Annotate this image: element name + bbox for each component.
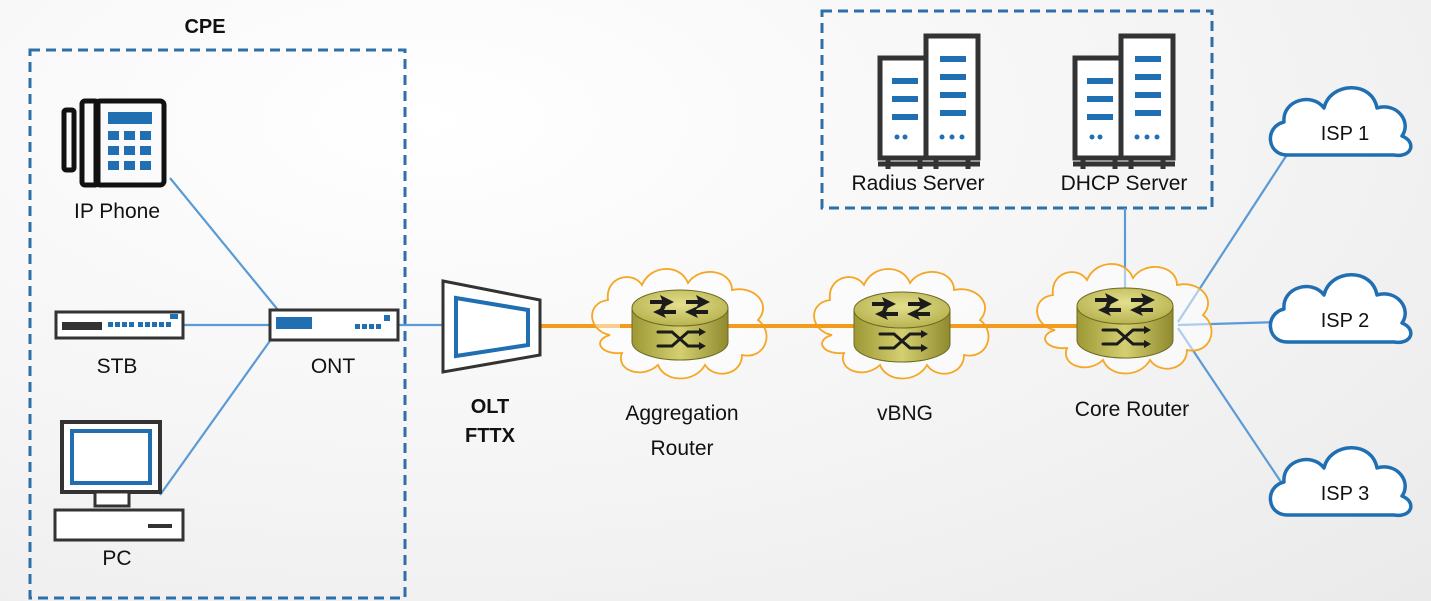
ont-icon[interactable] [268, 308, 400, 342]
radius-server-label: Radius Server [851, 172, 984, 195]
stb-label: STB [97, 355, 138, 378]
isp2-cloud-icon[interactable] [1268, 272, 1413, 345]
ont-label: ONT [311, 355, 356, 378]
aggregation-label-line2: Router [650, 437, 713, 460]
isp1-label: ISP 1 [1321, 123, 1370, 145]
pc-icon[interactable] [53, 420, 185, 542]
aggregation-label-line1: Aggregation [625, 402, 738, 425]
vbng-label: vBNG [877, 402, 933, 425]
ip-phone-icon[interactable] [61, 98, 167, 188]
link-core-isp3 [1177, 327, 1286, 489]
radius-server-icon[interactable] [878, 36, 980, 169]
pc-label: PC [102, 547, 131, 570]
isp2-label: ISP 2 [1321, 310, 1370, 332]
isp3-label: ISP 3 [1321, 483, 1370, 505]
olt-label: OLT [471, 396, 510, 418]
cpe-title: CPE [184, 16, 225, 38]
core-router-label: Core Router [1075, 398, 1189, 421]
aggregation-router-icon[interactable] [630, 288, 730, 362]
blue-links [159, 149, 1291, 496]
ip-phone-label: IP Phone [74, 200, 160, 223]
olt-icon[interactable] [441, 279, 542, 374]
isp3-cloud-icon[interactable] [1268, 445, 1413, 518]
dhcp-server-icon[interactable] [1073, 36, 1175, 169]
isp1-cloud-icon[interactable] [1268, 85, 1413, 158]
dhcp-server-label: DHCP Server [1061, 172, 1188, 195]
stb-icon[interactable] [54, 310, 185, 340]
vbng-router-icon[interactable] [852, 290, 952, 364]
link-pc-ont [159, 337, 273, 496]
link-phone-ont [169, 177, 279, 311]
fttx-label: FTTX [465, 425, 516, 447]
core-router-icon[interactable] [1075, 286, 1175, 360]
server-boundary [820, 9, 1214, 210]
